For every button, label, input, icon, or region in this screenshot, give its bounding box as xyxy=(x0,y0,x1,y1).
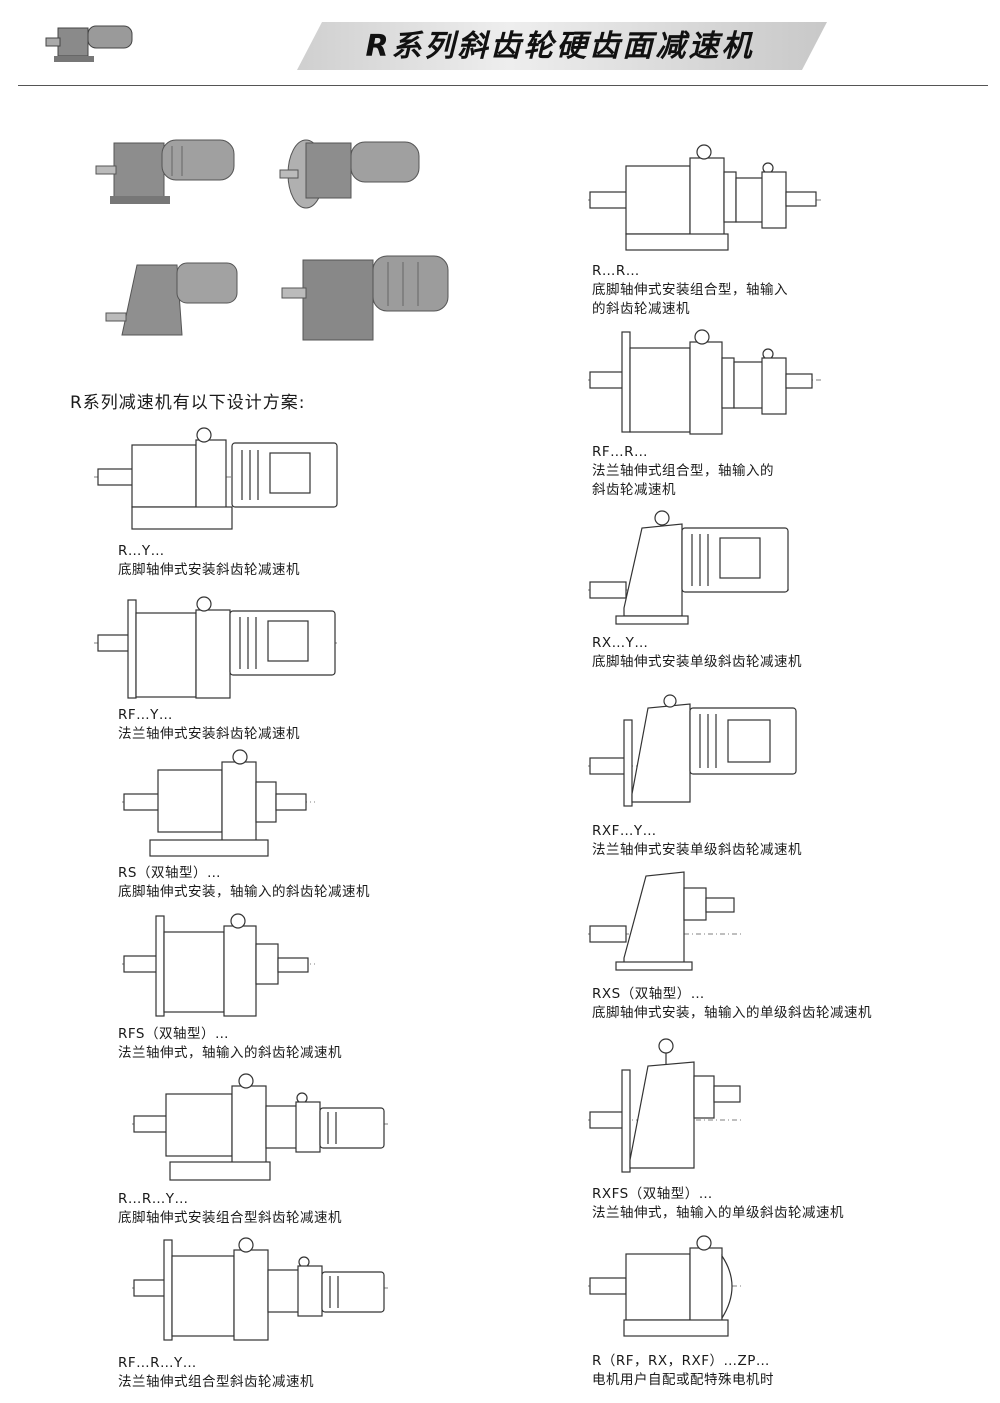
intro-text: R系列减速机有以下设计方案: xyxy=(70,393,306,413)
item-desc: 底脚轴伸式安装组合型，轴输入 xyxy=(592,282,788,298)
item-code: R…Y… xyxy=(118,543,165,559)
caption-r-r-y: R…R…Y… 底脚轴伸式安装组合型斜齿轮减速机 xyxy=(118,1190,342,1228)
caption-r-zp: R（RF，RX，RXF）…ZP… 电机用户自配或配特殊电机时 xyxy=(592,1352,774,1390)
item-desc: 电机用户自配或配特殊电机时 xyxy=(592,1372,774,1388)
item-desc: 法兰轴伸式安装单级斜齿轮减速机 xyxy=(592,842,802,858)
item-code: RX…Y… xyxy=(592,635,649,651)
item-desc: 底脚轴伸式安装，轴输入的单级斜齿轮减速机 xyxy=(592,1005,872,1021)
caption-rfs: RFS（双轴型）… 法兰轴伸式，轴输入的斜齿轮减速机 xyxy=(118,1025,342,1063)
diagram-r-r-y xyxy=(132,1073,388,1181)
item-code: RF…Y… xyxy=(118,707,173,723)
item-code: R（RF，RX，RXF）…ZP… xyxy=(592,1353,770,1369)
caption-rf-r: RF…R… 法兰轴伸式组合型，轴输入的 斜齿轮减速机 xyxy=(592,443,774,500)
caption-rxfs: RXFS（双轴型）… 法兰轴伸式，轴输入的单级斜齿轮减速机 xyxy=(592,1185,844,1223)
item-desc-line2: 的斜齿轮减速机 xyxy=(592,301,690,317)
caption-rxf-y: RXF…Y… 法兰轴伸式安装单级斜齿轮减速机 xyxy=(592,822,802,860)
caption-rs: RS（双轴型）… 底脚轴伸式安装，轴输入的斜齿轮减速机 xyxy=(118,864,370,902)
caption-rf-y: RF…Y… 法兰轴伸式安装斜齿轮减速机 xyxy=(118,706,300,744)
item-code: RXF…Y… xyxy=(592,823,657,839)
diagram-rf-y xyxy=(94,596,337,699)
item-code: RS（双轴型）… xyxy=(118,865,221,881)
item-desc: 底脚轴伸式安装组合型斜齿轮减速机 xyxy=(118,1210,342,1226)
header-product-thumbnail xyxy=(40,16,140,66)
item-desc: 底脚轴伸式安装单级斜齿轮减速机 xyxy=(592,654,802,670)
product-photo-flange-mounted xyxy=(276,128,426,213)
item-desc: 底脚轴伸式安装斜齿轮减速机 xyxy=(118,562,300,578)
product-photo-combined xyxy=(278,248,453,348)
caption-rx-y: RX…Y… 底脚轴伸式安装单级斜齿轮减速机 xyxy=(592,634,802,672)
caption-rf-r-y: RF…R…Y… 法兰轴伸式组合型斜齿轮减速机 xyxy=(118,1354,314,1392)
item-desc-line2: 斜齿轮减速机 xyxy=(592,482,676,498)
item-desc: 法兰轴伸式组合型斜齿轮减速机 xyxy=(118,1374,314,1390)
product-photo-single-stage xyxy=(102,255,242,345)
diagram-rxf-y xyxy=(588,694,797,807)
item-desc: 法兰轴伸式，轴输入的斜齿轮减速机 xyxy=(118,1045,342,1061)
item-desc: 底脚轴伸式安装，轴输入的斜齿轮减速机 xyxy=(118,884,370,900)
item-code: RF…R… xyxy=(592,444,649,460)
item-desc: 法兰轴伸式安装斜齿轮减速机 xyxy=(118,726,300,742)
diagram-r-r xyxy=(588,144,822,251)
item-code: RXFS（双轴型）… xyxy=(592,1186,713,1202)
diagram-rf-r-y xyxy=(132,1237,388,1341)
product-photo-foot-mounted xyxy=(92,128,242,213)
diagram-rx-y xyxy=(588,510,791,625)
item-code: R…R… xyxy=(592,263,640,279)
item-code: RF…R…Y… xyxy=(118,1355,197,1371)
item-desc: 法兰轴伸式组合型，轴输入的 xyxy=(592,463,774,479)
item-code: RXS（双轴型）… xyxy=(592,986,705,1002)
diagram-rs xyxy=(122,749,315,857)
caption-r-y: R…Y… 底脚轴伸式安装斜齿轮减速机 xyxy=(118,542,300,580)
header-divider xyxy=(18,85,988,86)
caption-r-r: R…R… 底脚轴伸式安装组合型，轴输入 的斜齿轮减速机 xyxy=(592,262,788,319)
title-banner xyxy=(297,22,827,70)
diagram-r-zp xyxy=(588,1235,742,1337)
item-code: R…R…Y… xyxy=(118,1191,189,1207)
diagram-rxfs xyxy=(588,1038,742,1173)
diagram-rfs xyxy=(122,913,315,1017)
diagram-rxs xyxy=(588,871,742,971)
page-title: R系列斜齿轮硬齿面减速机 xyxy=(365,29,755,64)
item-code: RFS（双轴型）… xyxy=(118,1026,229,1042)
item-desc: 法兰轴伸式，轴输入的单级斜齿轮减速机 xyxy=(592,1205,844,1221)
diagram-r-y xyxy=(94,427,338,530)
caption-rxs: RXS（双轴型）… 底脚轴伸式安装，轴输入的单级斜齿轮减速机 xyxy=(592,985,872,1023)
diagram-rf-r xyxy=(588,329,822,435)
